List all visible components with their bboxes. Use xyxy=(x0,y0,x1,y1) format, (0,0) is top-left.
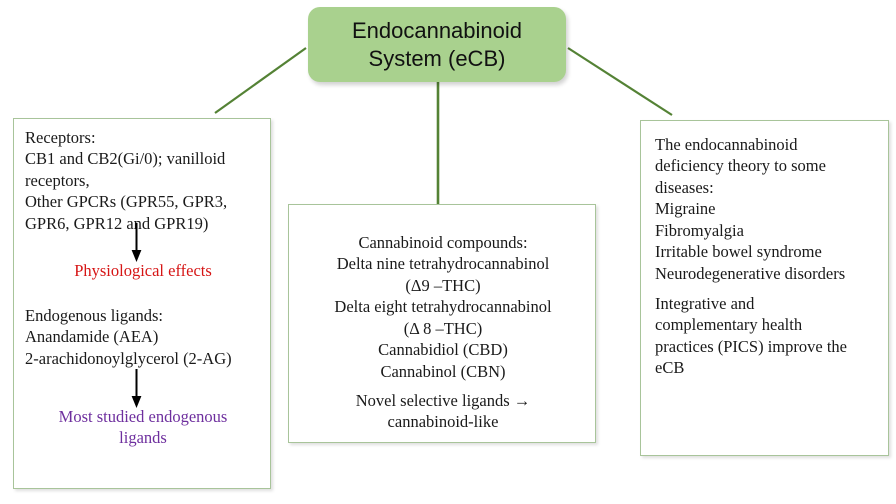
deficiency-theory-disease-list: The endocannabinoid deficiency theory to… xyxy=(655,135,846,283)
panel-receptors: Receptors: CB1 and CB2(Gi/0); vanilloid … xyxy=(13,118,271,489)
physiological-effects-label: Physiological effects xyxy=(74,261,212,280)
connector-right xyxy=(567,47,673,116)
panel-cannabinoid-compounds: Cannabinoid compounds: Delta nine tetrah… xyxy=(288,204,596,443)
novel-selective-ligands-note: Novel selective ligands → cannabinoid-li… xyxy=(355,391,531,432)
title-node: Endocannabinoid System (eCB) xyxy=(308,7,566,82)
integrative-practices-note: Integrative and complementary health pra… xyxy=(655,294,847,378)
most-studied-ligands-label: Most studied endogenous ligands xyxy=(58,407,228,448)
arrow-down-to-most-studied-ligands xyxy=(131,369,142,408)
endogenous-ligands-list: Endogenous ligands: Anandamide (AEA) 2-a… xyxy=(25,306,232,368)
page-title: Endocannabinoid System (eCB) xyxy=(351,18,523,71)
receptors-heading-and-list: Receptors: CB1 and CB2(Gi/0); vanilloid … xyxy=(25,128,228,233)
panel-deficiency-theory: The endocannabinoid deficiency theory to… xyxy=(640,120,889,456)
connector-left xyxy=(214,47,307,114)
cannabinoid-compounds-list: Cannabinoid compounds: Delta nine tetrah… xyxy=(334,233,552,381)
arrow-down-to-physiological-effects xyxy=(131,223,142,262)
